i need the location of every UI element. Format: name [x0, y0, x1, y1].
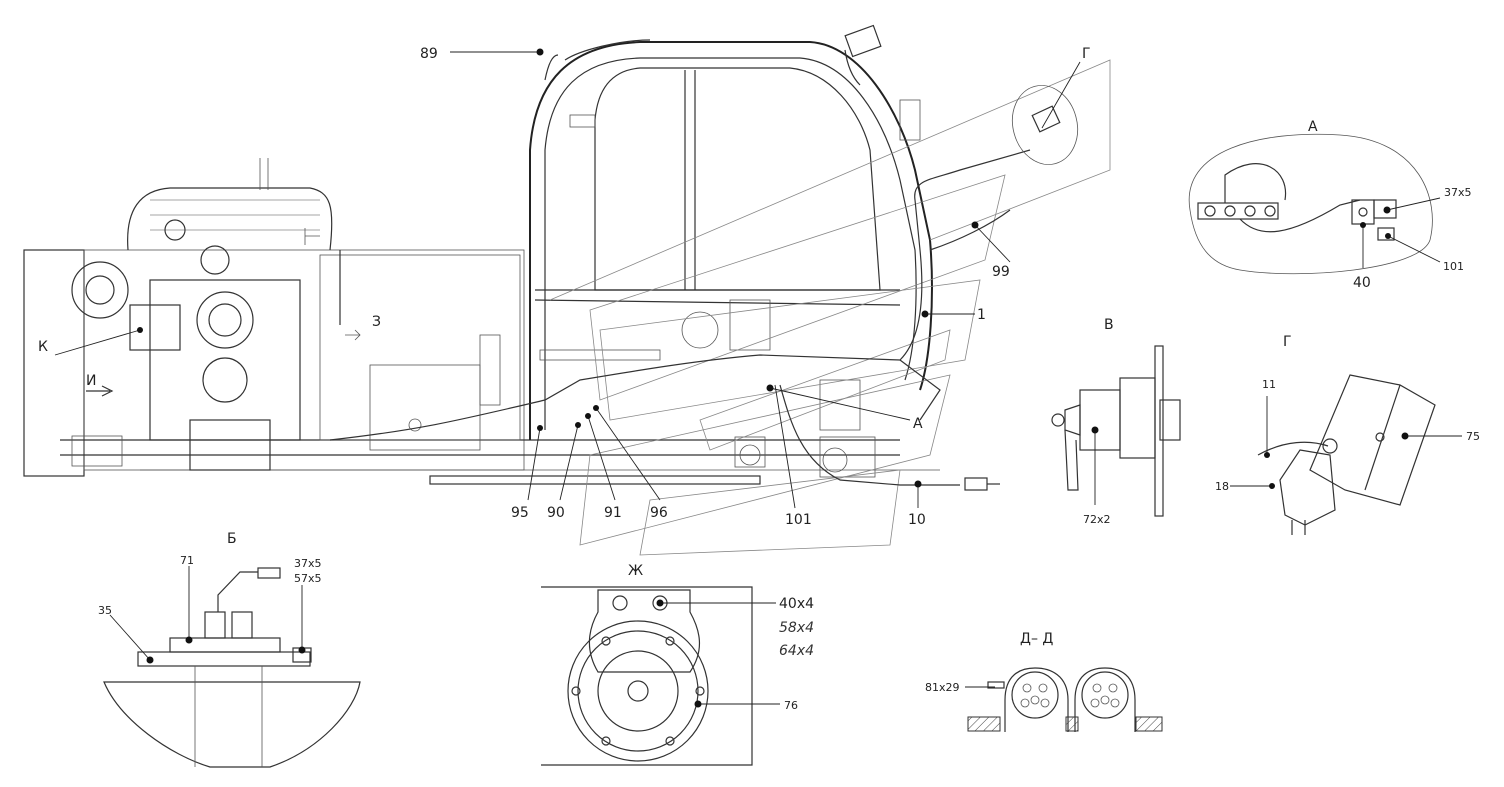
view-Z-label: З: [372, 314, 381, 330]
callout-1: 1: [977, 307, 986, 323]
callout-95: 95: [511, 505, 529, 521]
callout-B-37x5: 37x5: [294, 557, 322, 570]
callout-G-75: 75: [1466, 430, 1480, 443]
callout-99: 99: [992, 264, 1010, 280]
callout-A-37x5: 37x5: [1444, 186, 1472, 199]
callout-96: 96: [650, 505, 668, 521]
view-B-title: Б: [227, 531, 237, 547]
callout-10: 10: [908, 512, 926, 528]
callout-B-57x5: 57x5: [294, 572, 322, 585]
detail-view-V: В 72x2: [1051, 317, 1181, 526]
callout-ZH-64x4: 64x4: [779, 643, 814, 659]
callout-A-101: 101: [1443, 260, 1464, 273]
callout-D-81x29: 81x29: [925, 681, 960, 694]
view-V-title: В: [1104, 317, 1114, 333]
detail-view-G: Г 11 18 75: [1215, 334, 1480, 535]
callout-ZH-76: 76: [784, 699, 798, 712]
view-K-label: К: [38, 339, 48, 355]
callout-B-71: 71: [180, 554, 194, 567]
detail-view-B: Б 71 35 37x5 57x5: [98, 531, 361, 768]
view-G-label-main: Г: [1082, 46, 1091, 62]
view-ZH-title: Ж: [628, 563, 643, 579]
callout-G-11: 11: [1262, 378, 1276, 391]
detail-view-A: А 37x5 40 101: [1188, 119, 1472, 291]
callout-91: 91: [604, 505, 622, 521]
view-I-label: И: [86, 373, 96, 389]
view-A-title: А: [1308, 119, 1318, 135]
callout-ZH-40x4: 40x4: [779, 596, 814, 612]
callout-90: 90: [547, 505, 565, 521]
main-view-callouts: 89 99 1 А Г 95 90 91 96 101 10 К И З: [38, 46, 1091, 528]
callout-B-35: 35: [98, 604, 112, 617]
callout-A-40: 40: [1353, 275, 1371, 291]
main-assembly-view: [23, 24, 1111, 556]
callout-101-main: 101: [785, 512, 812, 528]
view-G-title: Г: [1283, 334, 1292, 350]
detail-view-D: Д– Д 81x29: [925, 631, 1163, 732]
callout-G-18: 18: [1215, 480, 1229, 493]
callout-A-main: А: [913, 416, 923, 432]
view-D-title: Д– Д: [1020, 631, 1053, 647]
callout-89: 89: [420, 46, 438, 62]
detail-view-ZH: Ж 40x4 58x4 64x4 76: [541, 563, 814, 766]
callout-V-72x2: 72x2: [1083, 513, 1111, 526]
callout-ZH-58x4: 58x4: [779, 620, 814, 636]
